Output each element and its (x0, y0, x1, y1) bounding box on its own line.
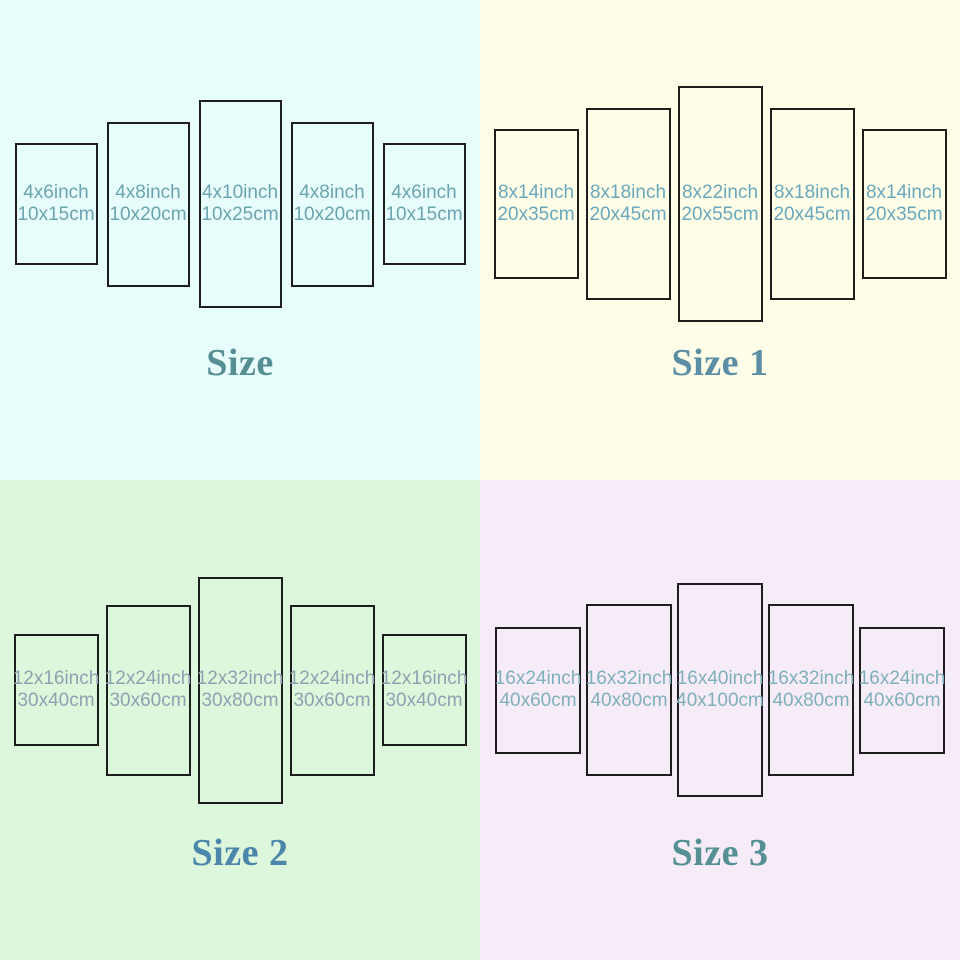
panel-size-cm: 30x40cm (385, 690, 463, 711)
panel-size-inch: 16x40inch (676, 668, 764, 689)
panel-dimensions: 12x32inch 30x80cm (197, 668, 284, 712)
panel-dimensions: 4x8inch 10x20cm (293, 182, 370, 226)
panel-dimensions: 16x24inch 40x60cm (495, 668, 582, 712)
panel-dimensions: 4x6inch 10x15cm (385, 182, 462, 226)
panel-dimensions: 4x10inch 10x25cm (201, 182, 278, 226)
quadrant-size-3: 16x24inch 40x60cm 16x32inch 40x80cm 16x4… (480, 480, 960, 960)
quadrant-size-1: 8x14inch 20x35cm 8x18inch 20x45cm 8x22in… (480, 0, 960, 480)
canvas-panel: 12x24inch 30x60cm (289, 604, 376, 776)
canvas-panel: 8x22inch 20x55cm (677, 86, 763, 322)
canvas-panel: 8x18inch 20x45cm (585, 108, 671, 300)
panel-dimensions: 4x8inch 10x20cm (109, 182, 186, 226)
canvas-panel: 12x24inch 30x60cm (105, 604, 192, 776)
panel-size-cm: 30x60cm (109, 690, 187, 711)
panel-group: 12x16inch 30x40cm 12x24inch 30x60cm 12x3… (0, 480, 480, 900)
canvas-panel: 8x14inch 20x35cm (861, 129, 947, 279)
panel-dimensions: 12x24inch 30x60cm (289, 668, 376, 712)
panel-dimensions: 12x16inch 30x40cm (13, 668, 100, 712)
panel-size-cm: 40x60cm (499, 690, 577, 711)
panel-size-inch: 8x18inch (773, 182, 851, 203)
panel-size-cm: 40x100cm (676, 690, 764, 711)
panel-size-inch: 4x8inch (115, 182, 181, 203)
panel-size-inch: 12x24inch (288, 668, 376, 689)
panel-dimensions: 8x14inch 20x35cm (865, 182, 942, 226)
canvas-panel: 12x16inch 30x40cm (381, 634, 468, 746)
panel-dimensions: 16x32inch 40x80cm (586, 668, 673, 712)
quadrant-size: 4x6inch 10x15cm 4x8inch 10x20cm 4x10inch… (0, 0, 480, 480)
panel-size-cm: 10x15cm (385, 204, 463, 225)
panel-size-inch: 16x24inch (858, 668, 946, 689)
panel-size-cm: 20x35cm (497, 204, 575, 225)
canvas-panel: 12x32inch 30x80cm (197, 576, 284, 804)
canvas-panel: 4x8inch 10x20cm (106, 121, 190, 287)
panel-size-inch: 16x24inch (494, 668, 582, 689)
panel-size-inch: 12x24inch (104, 668, 192, 689)
panel-size-inch: 12x16inch (380, 668, 468, 689)
panel-size-cm: 10x15cm (17, 204, 95, 225)
quadrant-label: Size 2 (191, 832, 289, 874)
panel-dimensions: 16x40inch 40x100cm (676, 668, 764, 712)
panel-size-cm: 10x20cm (109, 204, 187, 225)
panel-size-cm: 10x20cm (293, 204, 371, 225)
panel-size-inch: 16x32inch (585, 668, 673, 689)
panel-size-inch: 12x32inch (196, 668, 284, 689)
panel-size-cm: 30x60cm (293, 690, 371, 711)
panel-size-inch: 8x18inch (589, 182, 667, 203)
panel-group: 8x14inch 20x35cm 8x18inch 20x45cm 8x22in… (480, 0, 960, 408)
panel-size-cm: 30x40cm (17, 690, 95, 711)
panel-size-cm: 40x80cm (772, 690, 850, 711)
panel-dimensions: 8x18inch 20x45cm (589, 182, 666, 226)
panel-group: 16x24inch 40x60cm 16x32inch 40x80cm 16x4… (480, 480, 960, 900)
panel-size-inch: 4x6inch (391, 182, 457, 203)
panel-size-cm: 30x80cm (201, 690, 279, 711)
canvas-panel: 8x18inch 20x45cm (769, 108, 855, 300)
panel-size-inch: 8x22inch (681, 182, 759, 203)
panel-size-cm: 20x35cm (865, 204, 943, 225)
canvas-panel: 4x6inch 10x15cm (382, 143, 466, 265)
panel-dimensions: 16x32inch 40x80cm (768, 668, 855, 712)
quadrant-label: Size 1 (671, 342, 769, 384)
panel-dimensions: 8x14inch 20x35cm (497, 182, 574, 226)
canvas-panel: 4x8inch 10x20cm (290, 121, 374, 287)
panel-size-inch: 4x8inch (299, 182, 365, 203)
panel-size-inch: 16x32inch (767, 668, 855, 689)
panel-dimensions: 12x16inch 30x40cm (381, 668, 468, 712)
panel-size-cm: 40x60cm (863, 690, 941, 711)
canvas-panel: 12x16inch 30x40cm (13, 634, 100, 746)
panel-size-inch: 4x10inch (201, 182, 279, 203)
panel-size-cm: 10x25cm (201, 204, 279, 225)
canvas-panel: 4x10inch 10x25cm (198, 100, 282, 308)
canvas-panel: 16x32inch 40x80cm (586, 604, 672, 776)
panel-size-inch: 12x16inch (12, 668, 100, 689)
canvas-panel: 8x14inch 20x35cm (493, 129, 579, 279)
panel-group: 4x6inch 10x15cm 4x8inch 10x20cm 4x10inch… (0, 0, 480, 408)
quadrant-label: Size (206, 342, 274, 384)
panel-dimensions: 16x24inch 40x60cm (859, 668, 946, 712)
quadrant-label: Size 3 (671, 832, 769, 874)
panel-size-cm: 20x55cm (681, 204, 759, 225)
panel-size-inch: 4x6inch (23, 182, 89, 203)
panel-size-cm: 20x45cm (773, 204, 851, 225)
panel-size-cm: 20x45cm (589, 204, 667, 225)
canvas-panel: 4x6inch 10x15cm (14, 143, 98, 265)
canvas-panel: 16x32inch 40x80cm (768, 604, 854, 776)
panel-size-inch: 8x14inch (865, 182, 943, 203)
panel-dimensions: 8x18inch 20x45cm (773, 182, 850, 226)
canvas-panel: 16x24inch 40x60cm (495, 626, 582, 754)
panel-dimensions: 4x6inch 10x15cm (17, 182, 94, 226)
panel-dimensions: 8x22inch 20x55cm (681, 182, 758, 226)
panel-size-inch: 8x14inch (497, 182, 575, 203)
canvas-panel: 16x40inch 40x100cm (676, 583, 764, 797)
panel-size-cm: 40x80cm (590, 690, 668, 711)
canvas-panel: 16x24inch 40x60cm (859, 626, 946, 754)
quadrant-size-2: 12x16inch 30x40cm 12x24inch 30x60cm 12x3… (0, 480, 480, 960)
panel-dimensions: 12x24inch 30x60cm (105, 668, 192, 712)
